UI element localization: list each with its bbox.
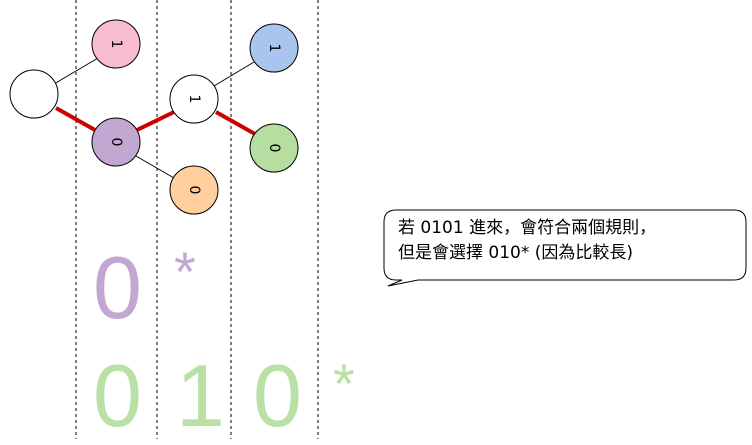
node-circle [91,117,141,167]
node-circle [249,23,299,73]
node-label: 1 [266,44,282,53]
edge-highlight [215,110,256,136]
node-label: 0 [108,138,124,147]
pattern-char: * [174,240,196,303]
pattern-char: 0 [253,346,302,445]
node-01: 1 [169,74,219,124]
node-label: 0 [186,186,202,195]
edge [135,155,175,179]
tree-nodes: 1 0 1 0 1 0 [9,19,299,215]
node-circle [91,19,141,69]
node-circle [249,123,299,173]
pattern-char: 1 [176,346,225,445]
pattern-char: 0 [93,238,142,337]
column-dividers [75,0,319,439]
node-label: 0 [266,144,282,153]
tree-edges [53,57,256,179]
node-1: 1 [91,19,141,69]
pattern-char: * [333,352,355,415]
node-circle [169,165,219,215]
node-circle [9,69,59,119]
callout-text: 若 0101 進來，會符合兩個規則， 但是會選擇 010* (因為比較長) [398,216,738,266]
node-label: 1 [108,40,124,49]
node-0: 0 [91,117,141,167]
edge [213,61,255,87]
edge-highlight [55,106,96,132]
callout-line-1: 若 0101 進來，會符合兩個規則， [398,218,657,238]
node-circle [169,74,219,124]
pattern-char: 0 [93,346,142,445]
edge [53,57,99,85]
node-00: 0 [169,165,219,215]
node-010: 0 [249,123,299,173]
callout-bubble [383,209,747,287]
node-label: 1 [186,95,202,104]
node-root [9,69,59,119]
node-011: 1 [249,23,299,73]
callout-line-2: 但是會選擇 010* (因為比較長) [398,243,634,263]
edge-highlight [136,110,175,132]
